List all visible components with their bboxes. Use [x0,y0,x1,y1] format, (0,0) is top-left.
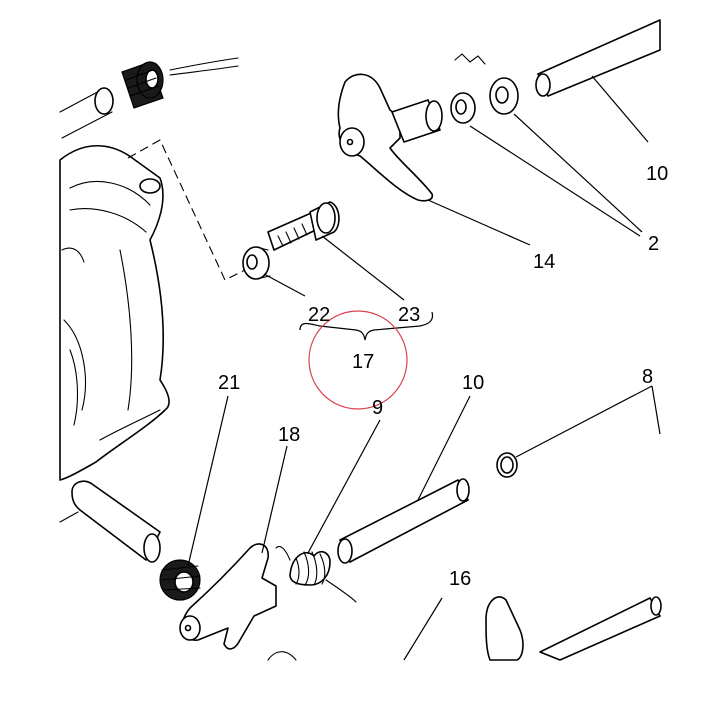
top-fragment [454,53,486,65]
callout-8: 8 [642,366,653,388]
washer-22 [242,246,271,280]
washers-2 [450,77,519,124]
top-left-shaft [59,57,239,139]
alignment-line-top [127,139,246,281]
leader-lines [187,75,661,661]
highlight-circle [308,310,408,410]
lever-14 [337,73,434,202]
bushing-top-right [391,99,443,143]
callout-22: 22 [308,304,330,326]
callout-16: 16 [449,568,471,590]
bracket-housing [59,144,170,481]
callout-21: 21 [218,372,240,394]
callout-10: 10 [462,372,484,394]
o-ring-8 [496,452,518,478]
callout-17: 17 [352,351,374,373]
callout-2-top: 2 [648,233,659,255]
lever-16 [267,596,662,661]
callout-14: 14 [533,251,555,273]
spring-9 [275,545,357,603]
shaft-10 [337,478,470,564]
callout-10-top: 10 [646,163,668,185]
callout-9: 9 [372,397,383,419]
callout-23: 23 [398,304,420,326]
callout-18: 18 [278,424,300,446]
bolt-23 [267,201,340,251]
group-brace [299,311,434,341]
shaft-10-top [535,19,661,97]
pin-left [59,480,161,563]
lever-18 [179,543,277,650]
spring-bushing-21 [159,559,201,601]
spring-bushing-top [121,61,164,109]
